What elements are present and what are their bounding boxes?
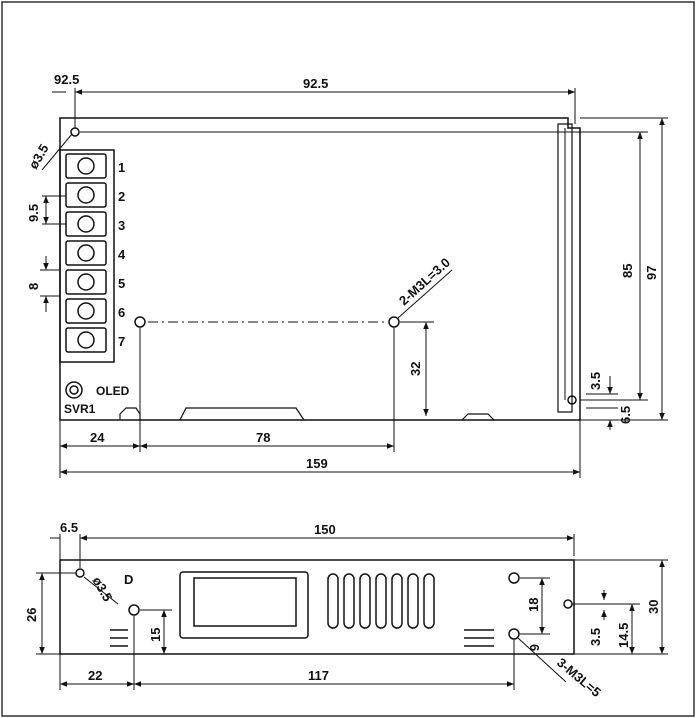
dim-top-width: 92.5 — [303, 76, 328, 91]
side-dim-small-gap: 6 — [527, 644, 542, 651]
side-window-outer — [179, 571, 309, 639]
terminal-number-3: 3 — [118, 218, 125, 233]
led-label: OLED — [96, 384, 130, 398]
terminal-number-2: 2 — [118, 189, 125, 204]
side-hole-right-icon — [563, 599, 573, 609]
side-mount-hole-icon — [128, 604, 140, 616]
side-dim-left-edge: 6.5 — [60, 520, 78, 535]
top-dim-lines — [40, 88, 668, 478]
side-dim-height-right: 30 — [646, 600, 661, 614]
side-view — [59, 559, 575, 655]
side-dim-hole-dia: ø3.5 — [89, 574, 115, 604]
side-dim-hole-height: 15 — [148, 628, 163, 642]
terminal-number-7: 7 — [118, 334, 125, 349]
dim-hole-spacing: 78 — [256, 430, 270, 445]
dim-total-length: 159 — [306, 456, 328, 471]
foot-left — [119, 407, 141, 420]
terminal-block — [59, 149, 115, 363]
side-dim-hole-spacing: 117 — [308, 668, 329, 683]
flange-hole-icon — [567, 395, 577, 405]
dim-mount-height: 32 — [408, 362, 423, 376]
terminal-number-4: 4 — [118, 247, 126, 262]
terminal-number-1: 1 — [118, 160, 125, 175]
side-dim-right-small: 3.5 — [588, 628, 603, 646]
side-mount-hole-bottom-icon — [508, 628, 520, 640]
svr1-pot-icon — [65, 381, 83, 399]
side-dim-hole-pair: 18 — [526, 598, 541, 612]
dim-hole-dia: ø3.5 — [26, 141, 52, 171]
side-dim-left-offset: 22 — [88, 668, 102, 683]
side-dim-right-lower: 14.5 — [616, 623, 631, 648]
side-mount-hole-top-icon — [508, 572, 520, 584]
dim-terminal-pitch: 9.5 — [26, 204, 41, 222]
terminal-number-6: 6 — [118, 305, 125, 320]
side-vents — [327, 573, 435, 629]
terminal-screws — [65, 153, 107, 353]
top-chassis-outline — [59, 117, 581, 421]
side-dim-height-left: 26 — [24, 608, 39, 622]
svr-label: SVR1 — [64, 402, 96, 416]
top-hole-icon — [70, 127, 80, 137]
dim-edge-small: 3.5 — [588, 372, 603, 390]
dim-terminal-size: 8 — [26, 283, 41, 290]
side-dim-width: 150 — [314, 522, 336, 537]
dim-top-left: 92.5 — [54, 72, 79, 87]
foot-right — [461, 413, 495, 421]
dim-right-outer-height: 97 — [644, 266, 659, 280]
dim-edge-bottom: 6.5 — [618, 406, 633, 424]
mount-hole-right-icon — [388, 316, 400, 328]
dim-left-offset: 24 — [90, 430, 105, 445]
mount-hole-left-icon — [134, 316, 146, 328]
side-window-inner — [193, 577, 297, 627]
terminal-number-5: 5 — [118, 276, 125, 291]
svr1-pot-inner — [69, 385, 79, 395]
side-d-mark: D — [124, 572, 133, 587]
top-view — [59, 117, 640, 421]
foot-center — [179, 407, 305, 421]
dim-right-inner-height: 85 — [620, 264, 635, 278]
top-right-flange — [557, 123, 573, 413]
side-hole-left-icon — [75, 568, 85, 578]
dim-mount-hole-label: 2-M3L=3.0 — [396, 255, 453, 308]
side-dim-lines — [36, 534, 668, 690]
